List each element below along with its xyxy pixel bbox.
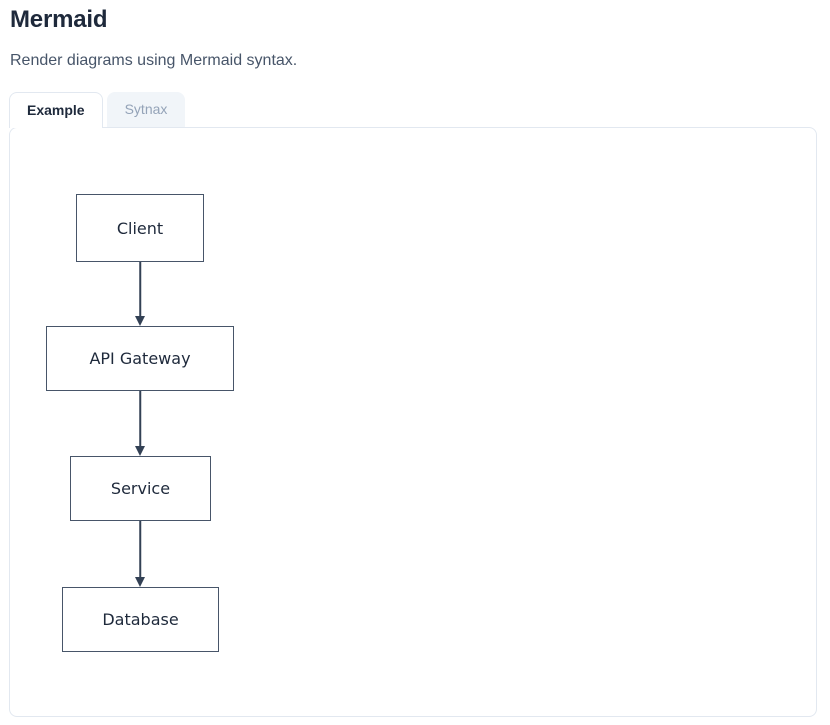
diagram-node-client: Client <box>76 194 204 262</box>
tab-sytnax[interactable]: Sytnax <box>106 92 186 127</box>
diagram-node-service: Service <box>70 456 211 521</box>
arrowhead-icon <box>135 316 145 326</box>
arrow-shaft <box>139 521 141 578</box>
arrowhead-icon <box>135 446 145 456</box>
page-subtitle: Render diagrams using Mermaid syntax. <box>10 52 298 69</box>
arrow-client-to-api-gateway <box>134 262 146 326</box>
example-panel: Client API Gateway Service Database <box>9 127 817 717</box>
arrow-api-gateway-to-service <box>134 391 146 456</box>
arrow-shaft <box>139 391 141 447</box>
diagram-node-client-label: Client <box>116 218 164 238</box>
tab-bar: Example Sytnax <box>9 92 821 128</box>
arrow-service-to-database <box>134 521 146 587</box>
arrow-shaft <box>139 262 141 317</box>
diagram-node-api-gateway: API Gateway <box>46 326 234 391</box>
diagram-node-database-label: Database <box>102 610 179 629</box>
tab-example[interactable]: Example <box>9 92 103 128</box>
arrowhead-icon <box>135 577 145 587</box>
page-title: Mermaid <box>10 6 108 33</box>
diagram-node-service-label: Service <box>110 479 171 498</box>
diagram-node-database: Database <box>62 587 219 652</box>
diagram-node-api-gateway-label: API Gateway <box>89 349 191 368</box>
